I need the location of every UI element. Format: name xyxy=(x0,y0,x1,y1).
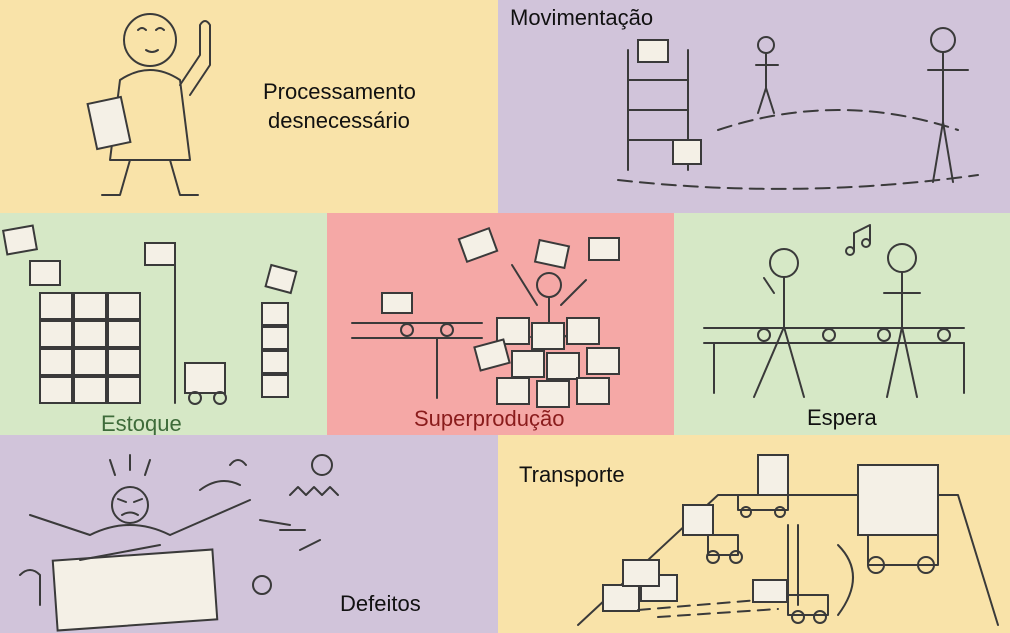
label-movimentacao: Movimentação xyxy=(510,5,654,30)
workers-waiting-at-conveyor-icon xyxy=(703,224,965,398)
stacked-boxes-forklift-icon xyxy=(1,224,298,405)
angry-worker-broken-parts-icon xyxy=(19,454,339,632)
label-transporte: Transporte xyxy=(519,462,625,487)
panel-defeitos: Defeitos xyxy=(0,435,498,633)
forklifts-and-truck-icon xyxy=(577,454,999,626)
panel-transporte: Transporte xyxy=(498,435,1010,633)
panel-espera: Espera xyxy=(674,213,1010,435)
worker-buried-in-boxes-icon xyxy=(351,226,620,408)
worker-walking-around-shelves-icon xyxy=(617,27,979,190)
panel-superproducao: Superprodução xyxy=(327,213,674,435)
label-processamento-line2: desnecessário xyxy=(268,108,410,133)
label-estoque: Estoque xyxy=(101,411,182,435)
man-pointing-finger-icon xyxy=(86,13,211,196)
panel-movimentacao: Movimentação xyxy=(498,0,1010,213)
label-processamento-line1: Processamento xyxy=(263,79,416,104)
panel-processamento: Processamento desnecessário xyxy=(0,0,498,213)
label-defeitos: Defeitos xyxy=(340,591,421,616)
label-espera: Espera xyxy=(807,405,877,430)
panel-estoque: Estoque xyxy=(0,213,327,435)
label-superproducao: Superprodução xyxy=(414,406,565,431)
